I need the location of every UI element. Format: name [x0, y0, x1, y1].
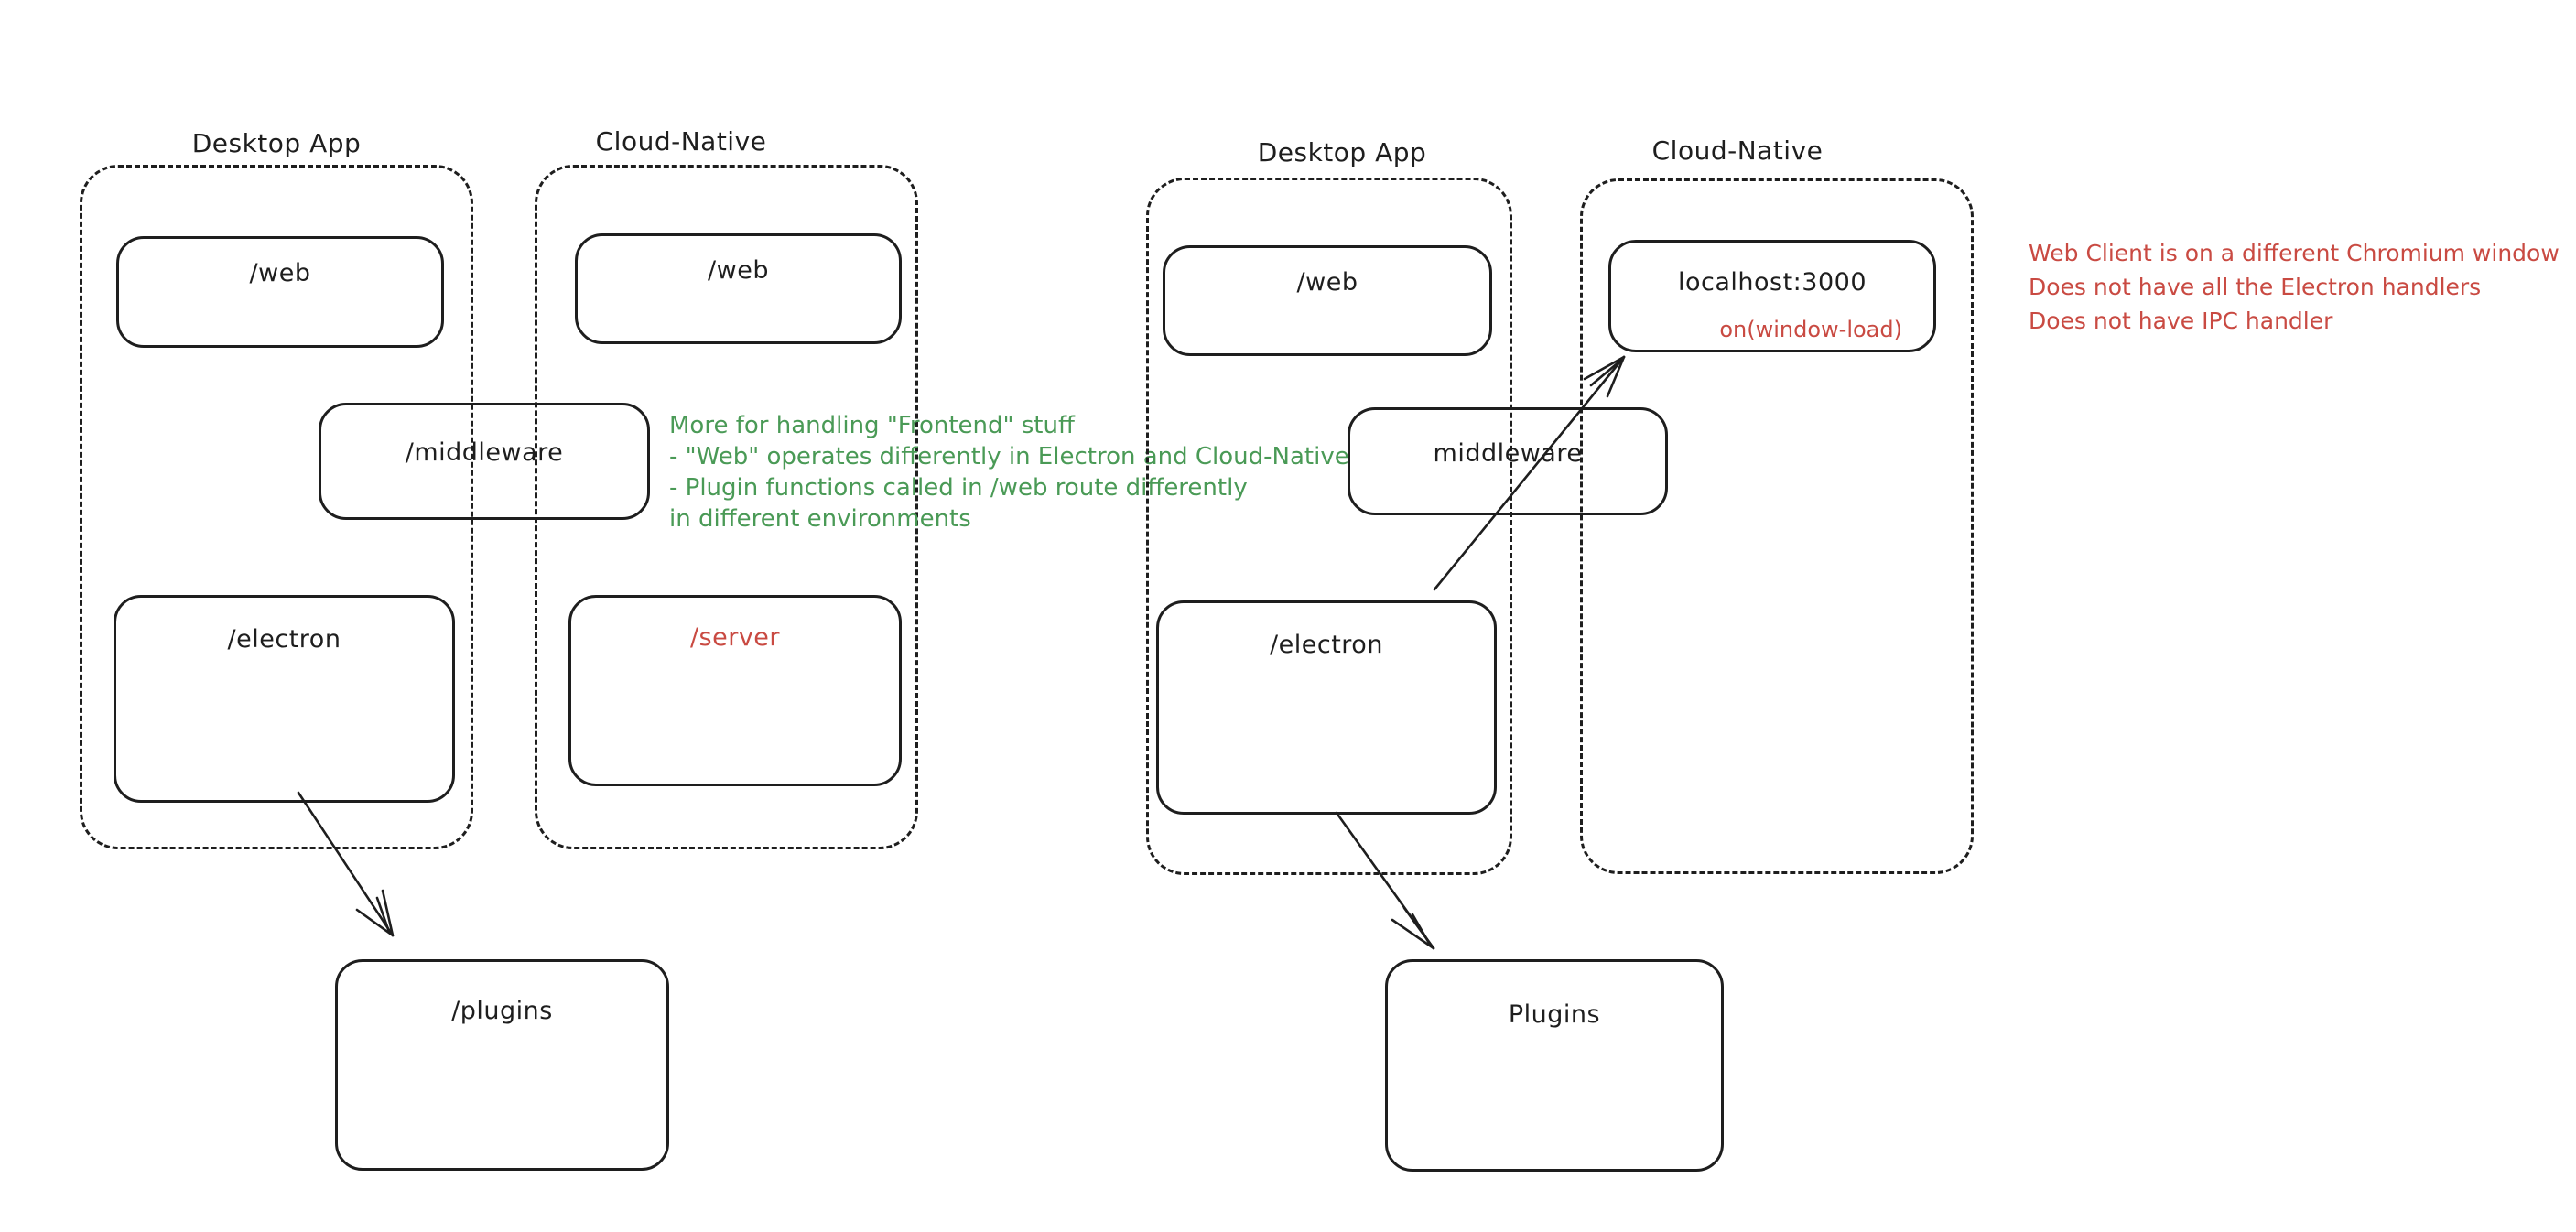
green-annotation[interactable]: More for handling "Frontend" stuff - "We…	[669, 410, 1349, 535]
left-desktop-app-container[interactable]	[80, 165, 473, 849]
right-desktop-web-label: /web	[1296, 268, 1358, 297]
green-annotation-line: in different environments	[669, 505, 971, 533]
green-annotation-line: More for handling "Frontend" stuff	[669, 412, 1075, 439]
right-desktop-web-box[interactable]: /web	[1163, 245, 1492, 356]
right-cloud-native-title: Cloud-Native	[1651, 135, 1824, 166]
red-annotation-line: Web Client is on a different Chromium wi…	[2029, 240, 2560, 266]
right-plugins-label: Plugins	[1508, 1000, 1601, 1029]
left-desktop-web-box[interactable]: /web	[116, 236, 444, 348]
left-server-label: /server	[689, 623, 781, 652]
right-localhost-box[interactable]: localhost:3000 on(window-load)	[1608, 240, 1936, 352]
left-cloud-native-title: Cloud-Native	[595, 126, 767, 157]
left-middleware-box[interactable]: /middleware	[319, 403, 650, 520]
right-desktop-app-container[interactable]	[1146, 178, 1512, 875]
left-plugins-box[interactable]: /plugins	[335, 959, 669, 1171]
left-electron-label: /electron	[227, 625, 341, 654]
right-middleware-label: middleware	[1433, 439, 1583, 468]
red-annotation-line: Does not have all the Electron handlers	[2029, 274, 2482, 300]
green-annotation-line: - "Web" operates differently in Electron…	[669, 443, 1349, 470]
red-annotation-line: Does not have IPC handler	[2029, 308, 2333, 334]
right-electron-label: /electron	[1270, 631, 1383, 659]
left-plugins-label: /plugins	[451, 997, 553, 1025]
right-window-load-label: on(window-load)	[1719, 317, 1902, 342]
left-desktop-web-label: /web	[249, 259, 311, 287]
right-localhost-label: localhost:3000	[1677, 268, 1867, 297]
left-desktop-app-title: Desktop App	[191, 128, 362, 158]
right-cloud-native-container[interactable]	[1580, 178, 1974, 874]
right-middleware-box[interactable]: middleware	[1348, 407, 1668, 515]
left-electron-box[interactable]: /electron	[114, 595, 455, 803]
left-server-box[interactable]: /server	[568, 595, 902, 786]
left-cloud-native-container[interactable]	[535, 165, 918, 849]
green-annotation-line: - Plugin functions called in /web route …	[669, 474, 1248, 502]
arrow-right-electron-to-plugins[interactable]	[1335, 811, 1435, 950]
right-electron-box[interactable]: /electron	[1156, 600, 1497, 815]
arrow-right-electron-to-localhost[interactable]	[1433, 355, 1626, 591]
left-cloud-web-label: /web	[708, 256, 769, 285]
left-cloud-web-box[interactable]: /web	[575, 233, 902, 344]
left-middleware-label: /middleware	[405, 438, 564, 467]
red-annotation[interactable]: Web Client is on a different Chromium wi…	[2029, 236, 2560, 338]
right-desktop-app-title: Desktop App	[1257, 137, 1427, 168]
arrow-left-electron-to-plugins[interactable]	[297, 791, 395, 937]
right-plugins-box[interactable]: Plugins	[1385, 959, 1724, 1172]
